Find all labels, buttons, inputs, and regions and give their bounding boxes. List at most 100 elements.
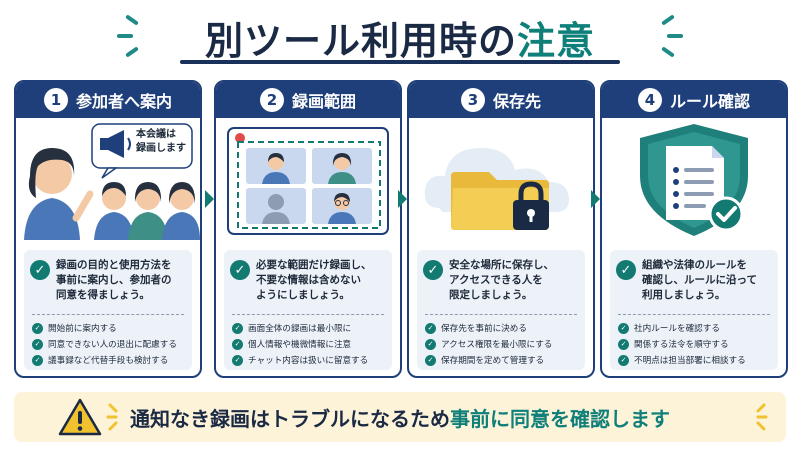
list-item: ✓ 保存先を事前に決める xyxy=(425,320,581,336)
step-number: 1 xyxy=(43,88,68,112)
title-main: 別ツール利用時の xyxy=(204,18,517,63)
main-line-2: 確認し、ルールに沿って xyxy=(642,274,757,286)
list-item-text: 個人情報や機微情報に注意 xyxy=(248,340,352,350)
list-item-text: 画面全体の録画は最小限に xyxy=(248,324,352,334)
main-line-1: 安全な場所に保存し、 xyxy=(449,259,554,271)
card-title: 録画範囲 xyxy=(291,92,356,111)
list-item-text: 不明点は担当部署に相談する xyxy=(634,356,746,366)
secure-storage-illustration xyxy=(409,118,593,240)
presenter-person xyxy=(24,148,94,240)
list-item-text: 保存期間を定めて管理する xyxy=(441,356,545,366)
list-item: ✓ チャット内容は扱いに留意する xyxy=(232,352,388,368)
check-icon: ✓ xyxy=(618,322,629,334)
main-point: ✓ 録画の目的と使用方法を 事前に案内し、参加者の 同意を得ましょう。 xyxy=(30,258,188,310)
card-storage: 3 保存先 ✓ 安全な場所に保存し、 アクセスできる人を xyxy=(407,80,595,378)
title-accent: 注意 xyxy=(517,18,596,63)
main-point-text: 必要な範囲だけ録画し、 不要な情報は含めない ようにしましょう。 xyxy=(256,258,372,310)
card-title: 保存先 xyxy=(492,92,541,111)
check-icon: ✓ xyxy=(230,260,250,280)
main-line-1: 組織や法律のルールを xyxy=(642,259,747,271)
list-item: ✓ 個人情報や機微情報に注意 xyxy=(232,336,388,352)
main-point-text: 録画の目的と使用方法を 事前に案内し、参加者の 同意を得ましょう。 xyxy=(56,258,172,310)
check-icon: ✓ xyxy=(232,338,243,350)
speech-bubble-text: 本会議は 録画します xyxy=(136,128,188,156)
main-line-1: 録画の目的と使用方法を xyxy=(56,259,172,271)
title-decoration-left-2 xyxy=(117,34,133,38)
main-point-text: 組織や法律のルールを 確認し、ルールに沿って 利用しましょう。 xyxy=(642,258,757,310)
card-rule-check: 4 ルール確認 ✓ 組織や法律の xyxy=(600,80,788,378)
tile-person-placeholder xyxy=(262,194,290,224)
main-line-3: 利用しましょう。 xyxy=(642,289,726,301)
step-number: 2 xyxy=(259,88,284,112)
card-title: ルール確認 xyxy=(669,92,750,111)
list-item-text: アクセス権限を最小限にする xyxy=(441,340,553,350)
title-decoration-right-2 xyxy=(667,34,683,38)
list-item-text: 保存先を事前に決める xyxy=(441,324,527,334)
list-item-text: 同意できない人の退出に配慮する xyxy=(48,340,177,350)
dashed-divider xyxy=(32,314,184,315)
banner-main: 通知なき録画はトラブルになるため xyxy=(130,406,450,431)
card-title: 参加者へ案内 xyxy=(75,92,172,111)
approved-check-icon xyxy=(708,196,744,232)
list-item-text: チャット内容は扱いに留意する xyxy=(248,356,369,366)
list-item: ✓関係する法令を順守する xyxy=(618,336,774,352)
participants-illustration: 本会議は 録画します xyxy=(16,118,200,240)
card-header: 4 ルール確認 xyxy=(602,82,786,118)
check-icon: ✓ xyxy=(425,354,436,366)
check-icon: ✓ xyxy=(32,338,43,350)
main-line-1: 必要な範囲だけ録画し、 xyxy=(256,259,372,271)
dashed-divider xyxy=(232,314,384,315)
check-icon: ✓ xyxy=(425,322,436,334)
list-item: ✓不明点は担当部署に相談する xyxy=(618,352,774,368)
check-icon: ✓ xyxy=(232,354,243,366)
sub-points: ✓画面全体の録画は最小限に ✓ 個人情報や機微情報に注意 ✓ チャット内容は扱いに留… xyxy=(232,320,388,368)
dashed-divider xyxy=(618,314,770,315)
sub-points: ✓ 保存先を事前に決める ✓ アクセス権限を最小限にする ✓ 保存期間を定めて管理する xyxy=(425,320,581,368)
card-header: 1 参加者へ案内 xyxy=(16,82,200,118)
padlock-icon xyxy=(513,181,549,230)
info-panel: ✓ 録画の目的と使用方法を 事前に案内し、参加者の 同意を得ましょう。 ✓開始前… xyxy=(24,250,192,370)
sub-points: ✓社内ルールを確認する ✓関係する法令を順守する ✓不明点は担当部署に相談する xyxy=(618,320,774,368)
warning-banner: 通知なき録画はトラブルになるため事前に同意を確認します xyxy=(14,392,786,442)
card-recording-range: 2 録画範囲 xyxy=(214,80,402,378)
list-item: ✓ 議事録など代替手段も検討する xyxy=(32,352,188,368)
attendee-3 xyxy=(162,182,200,240)
banner-accent: 事前に同意を確認します xyxy=(450,406,670,431)
list-item: ✓ 保存期間を定めて管理する xyxy=(425,352,581,368)
main-point: ✓ 組織や法律のルールを 確認し、ルールに沿って 利用しましょう。 xyxy=(616,258,774,310)
info-panel: ✓ 安全な場所に保存し、 アクセスできる人を 限定しましょう。 ✓ 保存先を事前に… xyxy=(417,250,585,370)
main-line-3: ようにしましょう。 xyxy=(256,289,350,301)
main-line-2: アクセスできる人を xyxy=(449,274,543,286)
main-point: ✓ 安全な場所に保存し、 アクセスできる人を 限定しましょう。 xyxy=(423,258,581,310)
list-item: ✓画面全体の録画は最小限に xyxy=(232,320,388,336)
document-icon xyxy=(666,146,724,220)
main-line-3: 同意を得ましょう。 xyxy=(56,289,150,301)
check-icon: ✓ xyxy=(30,260,50,280)
list-item: ✓開始前に案内する xyxy=(32,320,188,336)
card-header: 2 録画範囲 xyxy=(216,82,400,118)
arrow-right-icon xyxy=(205,190,214,208)
main-point-text: 安全な場所に保存し、 アクセスできる人を 限定しましょう。 xyxy=(449,258,554,310)
check-icon: ✓ xyxy=(616,260,636,280)
warning-icon xyxy=(58,398,102,436)
tile-person-2 xyxy=(328,153,356,184)
check-icon: ✓ xyxy=(32,354,43,366)
alert-rays-icon xyxy=(756,403,768,431)
megaphone-icon xyxy=(100,130,131,158)
bubble-line-2: 録画します xyxy=(136,143,186,154)
shield-document-illustration xyxy=(602,118,786,240)
info-panel: ✓ 組織や法律のルールを 確認し、ルールに沿って 利用しましょう。 ✓社内ルール… xyxy=(610,250,778,370)
bubble-line-1: 本会議は xyxy=(136,129,176,140)
main-point: ✓ 必要な範囲だけ録画し、 不要な情報は含めない ようにしましょう。 xyxy=(230,258,388,310)
record-dot-icon xyxy=(235,133,245,143)
sub-points: ✓開始前に案内する ✓ 同意できない人の退出に配慮する ✓ 議事録など代替手段も検討… xyxy=(32,320,188,368)
attendee-1 xyxy=(94,182,134,240)
attendee-2 xyxy=(128,182,168,240)
recording-screen-illustration xyxy=(216,118,400,240)
list-item: ✓ 同意できない人の退出に配慮する xyxy=(32,336,188,352)
page-title: 別ツール利用時の注意 xyxy=(0,6,800,68)
check-icon: ✓ xyxy=(32,322,43,334)
list-item-text: 議事録など代替手段も検討する xyxy=(48,356,169,366)
step-number: 4 xyxy=(637,88,662,112)
alert-rays-icon xyxy=(106,403,118,431)
